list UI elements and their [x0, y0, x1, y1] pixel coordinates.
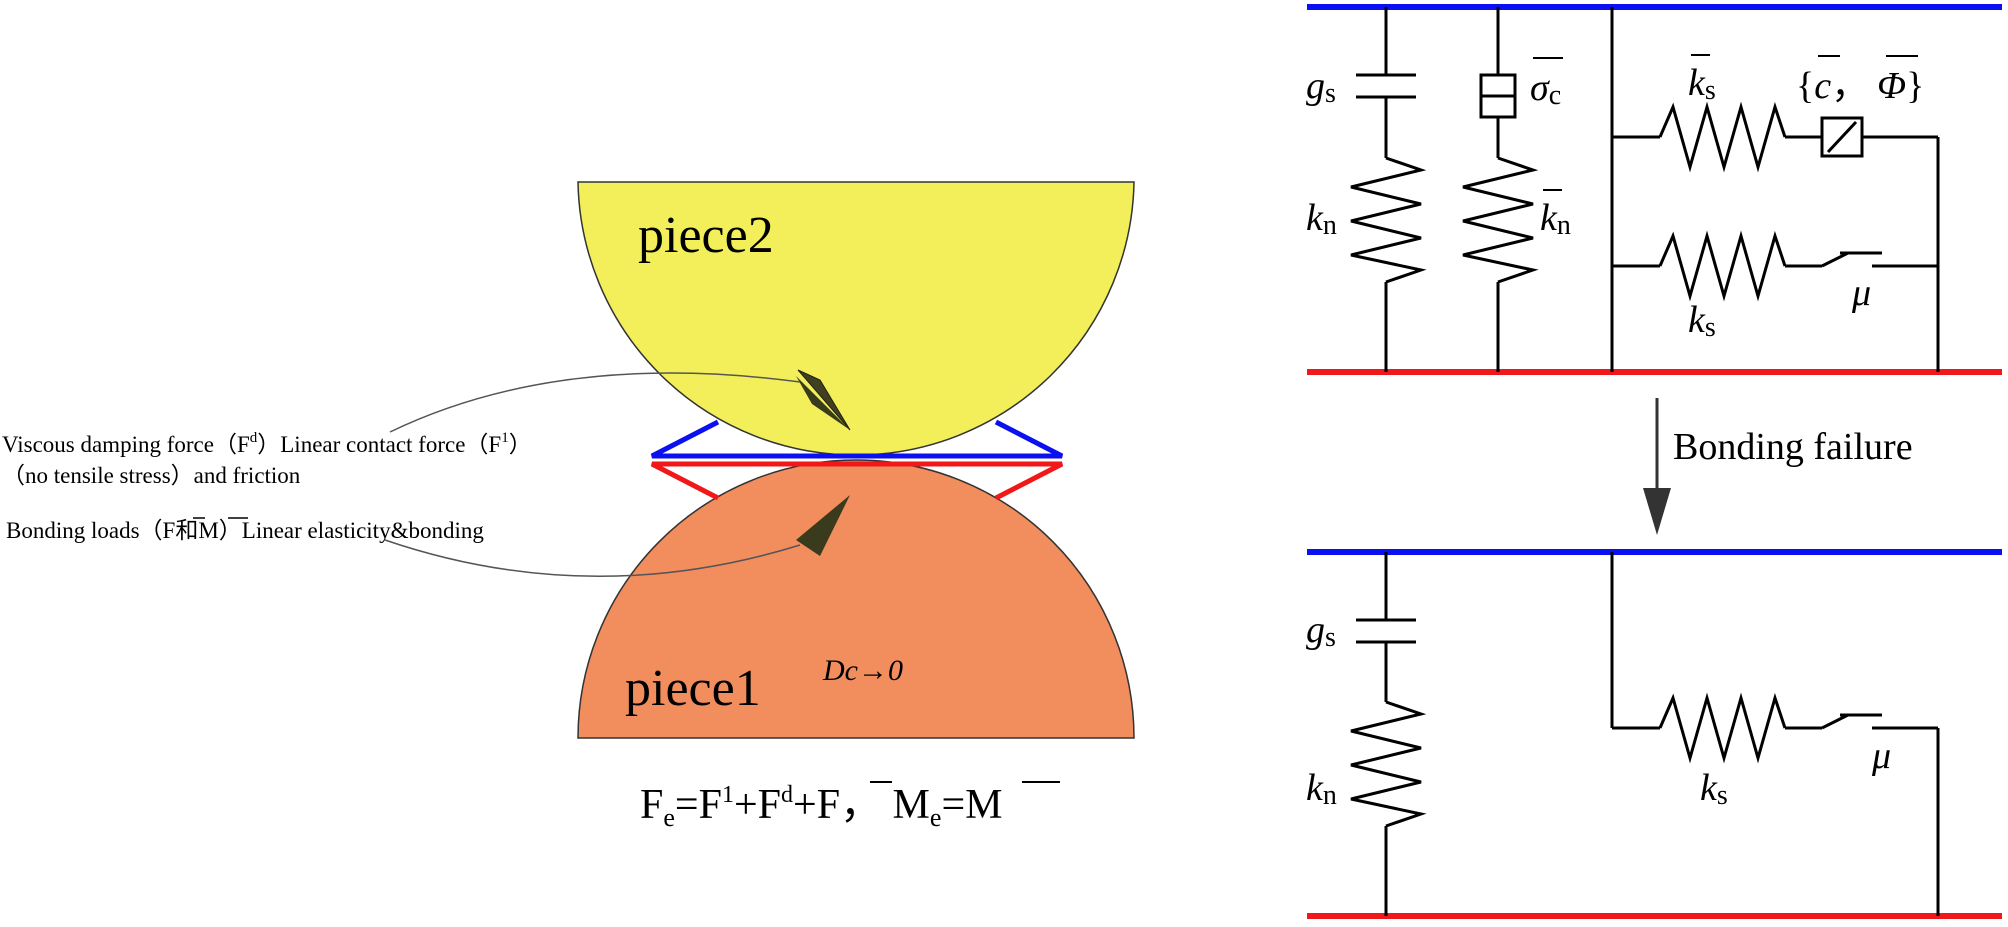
friction-slider: [1821, 251, 1849, 268]
pointer-triangle-bottom: [796, 495, 850, 556]
ks-spring-2: [1658, 692, 1787, 764]
annotation-damping-line1: Viscous damping force（Fd）Linear contact …: [2, 430, 532, 457]
leader-curve-top: [389, 372, 801, 433]
pointer-triangle-top: [797, 369, 851, 431]
ks-spring: [1658, 230, 1787, 302]
force-equation: Fe=F1+Fd+F， Me=M: [640, 782, 1003, 832]
gs-label-2: gs: [1306, 609, 1336, 653]
mu-label: μ: [1851, 272, 1871, 314]
annotation-damping-line2: （no tensile stress）and friction: [2, 463, 301, 488]
piece2-label: piece2: [638, 207, 774, 264]
bonding-failure-label: Bonding failure: [1673, 426, 1913, 468]
c-phi-label: {c，Φ}: [1796, 65, 1924, 107]
kn-label-2: kn: [1306, 767, 1337, 811]
ks-label-2: ks: [1700, 767, 1728, 811]
mu-label-2: μ: [1871, 735, 1891, 777]
kn-label: kn: [1306, 197, 1337, 241]
knbar-label: kn: [1540, 197, 1571, 241]
pointer-triangle-top-fill: [796, 376, 850, 430]
sigma-c-label: σc: [1530, 67, 1561, 111]
ksbar-label: ks: [1688, 62, 1716, 106]
bonded-circuit-labels: gs kn σc kn ks {c，Φ} ks μ: [1306, 54, 1924, 343]
transition: Bonding failure: [1643, 398, 1913, 535]
kn-spring-2: [1350, 700, 1427, 828]
piece1-shape: [577, 459, 1135, 739]
annotation-bonding: Bonding loads（F和M）Linear elasticity&bond…: [6, 518, 484, 543]
gs-label: gs: [1306, 65, 1336, 109]
ksbar-spring: [1658, 101, 1787, 173]
friction-slider-2: [1821, 713, 1849, 730]
bond-top-outline: [650, 419, 1064, 459]
ks-label: ks: [1688, 299, 1716, 343]
kn-spring: [1350, 156, 1427, 284]
failure-arrow-head: [1643, 488, 1671, 535]
separation-label: Dc→0: [822, 654, 903, 687]
unbonded-circuit: [1307, 549, 2002, 919]
bonded-circuit: [1307, 4, 2002, 375]
unbonded-circuit-labels: gs kn ks μ: [1306, 609, 1891, 811]
bond-bottom-outline: [650, 461, 1064, 501]
piece1-label: piece1: [625, 660, 761, 717]
knbar-spring: [1462, 156, 1539, 284]
contact-model: piece2 piece1 Dc→0 Viscous damping force…: [2, 181, 1135, 832]
leader-curve-bottom: [384, 539, 801, 578]
